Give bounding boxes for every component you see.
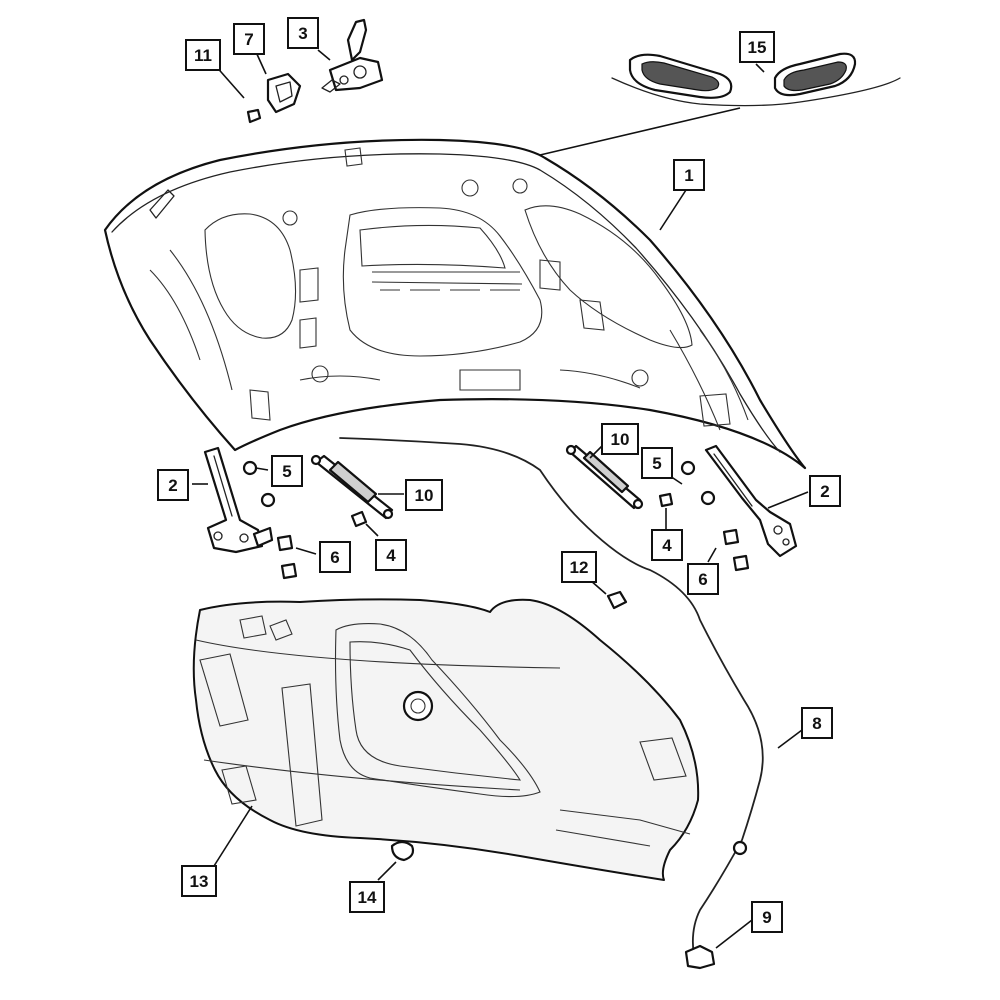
- callout-10-left: 10: [405, 479, 443, 511]
- svg-text:4: 4: [386, 546, 396, 565]
- svg-text:9: 9: [762, 908, 771, 927]
- svg-text:3: 3: [298, 24, 307, 43]
- leader-15: [755, 63, 765, 73]
- hood-release-cable: [339, 437, 803, 957]
- bolt-6-right: [707, 528, 750, 572]
- svg-text:11: 11: [194, 46, 212, 65]
- callout-9: 9: [751, 901, 783, 933]
- hood-latch: [321, 18, 384, 93]
- callout-1: 1: [673, 159, 705, 191]
- bolt-4-right: [658, 492, 674, 530]
- callout-3: 3: [287, 17, 319, 49]
- release-handle: [684, 919, 753, 970]
- screw-11: [246, 108, 262, 124]
- callout-15: 15: [739, 31, 775, 63]
- svg-text:2: 2: [820, 482, 829, 501]
- callout-5-right: 5: [641, 447, 673, 479]
- push-pin-retainer: [377, 840, 415, 881]
- latch-striker-bracket: [266, 72, 302, 114]
- callout-4-right: 4: [651, 529, 683, 561]
- svg-text:2: 2: [168, 476, 177, 495]
- svg-text:7: 7: [244, 30, 253, 49]
- svg-text:5: 5: [652, 454, 661, 473]
- svg-text:4: 4: [662, 536, 672, 555]
- svg-text:5: 5: [282, 462, 291, 481]
- hood-hinge-right: [704, 444, 809, 558]
- callout-7: 7: [233, 23, 265, 55]
- callout-2-right: 2: [809, 475, 841, 507]
- svg-text:14: 14: [358, 888, 377, 907]
- leader-3: [317, 49, 331, 61]
- svg-text:1: 1: [684, 166, 693, 185]
- hood-gas-strut-left: [310, 454, 404, 520]
- svg-text:6: 6: [330, 548, 339, 567]
- svg-text:10: 10: [415, 486, 434, 505]
- bolt-6-left: [276, 534, 317, 580]
- svg-text:6: 6: [698, 570, 707, 589]
- callout-8: 8: [801, 707, 833, 739]
- leader-7: [255, 51, 267, 75]
- callout-6-right: 6: [687, 563, 719, 595]
- hood-gas-strut-right: [565, 444, 644, 510]
- svg-text:12: 12: [570, 558, 589, 577]
- callout-12: 12: [561, 551, 597, 583]
- callout-10-right: 10: [601, 423, 639, 455]
- callout-11: 11: [185, 39, 221, 71]
- retainer-clip-12: [589, 579, 628, 610]
- svg-text:8: 8: [812, 714, 821, 733]
- hood-hinge-left: [192, 446, 274, 554]
- hood-panel: [103, 138, 807, 470]
- callout-6-left: 6: [319, 541, 351, 573]
- callout-5-left: 5: [271, 455, 303, 487]
- callout-2-left: 2: [157, 469, 189, 501]
- callout-13: 13: [181, 865, 217, 897]
- callout-14: 14: [349, 881, 385, 913]
- nut-5-right: [669, 460, 716, 506]
- callout-4-left: 4: [375, 539, 407, 571]
- hood-insulator-pad: [192, 598, 700, 881]
- svg-text:15: 15: [748, 38, 767, 57]
- svg-text:10: 10: [611, 430, 630, 449]
- bolt-4-left: [350, 510, 379, 537]
- nut-5-left: [242, 460, 276, 508]
- svg-text:13: 13: [190, 872, 209, 891]
- hood-scoop-inserts: [539, 52, 901, 156]
